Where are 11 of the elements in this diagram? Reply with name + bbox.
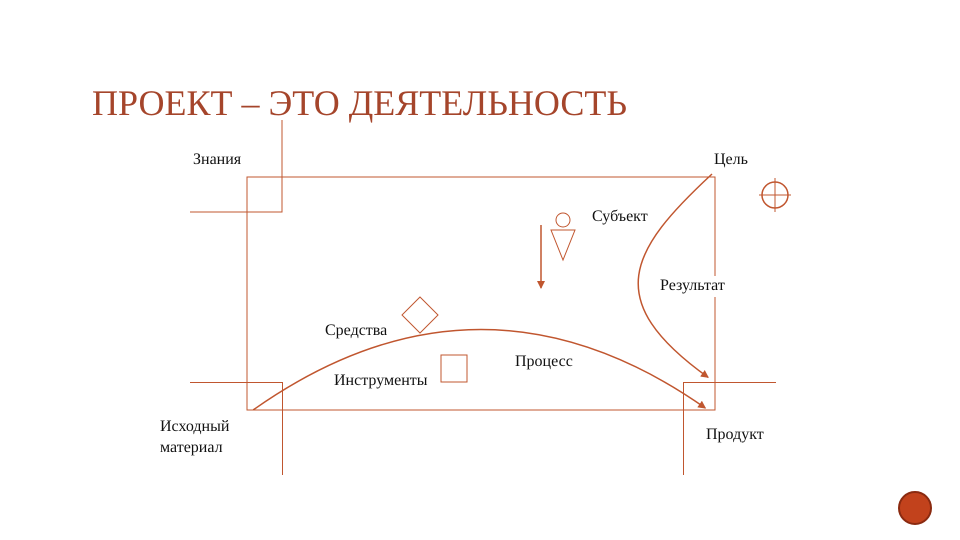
node-label: Продукт <box>706 425 764 445</box>
edge-label: Результат <box>660 276 725 297</box>
node-label: Исходный материал <box>160 417 230 458</box>
text-label: Знания <box>193 150 242 170</box>
corner-bracket <box>683 382 776 475</box>
node-label: Цель <box>714 150 748 170</box>
arrow <box>252 328 706 411</box>
text-label: Инструменты <box>334 371 428 391</box>
text-label: Средства <box>325 321 388 341</box>
text-label: Субъект <box>592 207 648 227</box>
title: ПРОЕКТ – ЭТО ДЕЯТЕЛЬНОСТЬ <box>92 82 627 125</box>
